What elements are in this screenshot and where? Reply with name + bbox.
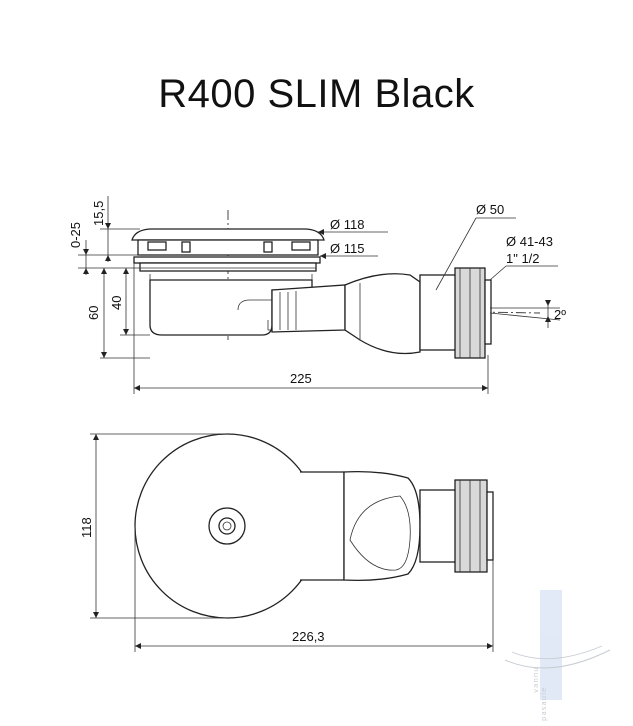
nut-lip-top [486, 491, 494, 561]
cover-tab-right [291, 241, 311, 251]
coupling [419, 274, 461, 351]
dim-40: 40 [109, 296, 124, 310]
dim-0-25: 0-25 [68, 222, 83, 248]
dim-225: 225 [290, 371, 312, 386]
dim-thread: 1" 1/2 [506, 251, 540, 266]
cover-tab [181, 241, 191, 253]
outlet-elbow-top [343, 470, 421, 582]
cover-tab [263, 241, 273, 253]
drawing-title: R400 SLIM Black [158, 72, 475, 116]
outlet-arm [300, 471, 345, 581]
center-screw [218, 517, 236, 535]
svg-text:vannu: vannu [532, 666, 540, 693]
flange-lower [139, 262, 317, 272]
top-view: 118 226,3 [79, 433, 494, 652]
dim-d118: Ø 118 [330, 217, 364, 232]
elbow [344, 273, 421, 355]
coupling-top [419, 489, 459, 563]
cover-top [131, 228, 325, 241]
dim-60: 60 [86, 306, 101, 320]
cover-tab-left [147, 241, 167, 251]
dim-15-5: 15,5 [91, 201, 106, 226]
dim-118: 118 [79, 517, 94, 538]
dim-d50: Ø 50 [476, 202, 504, 217]
nut-lip [484, 279, 492, 345]
dim-d41-43: Ø 41-43 [506, 234, 553, 249]
side-view: 2º Ø 118 Ø 115 Ø 50 Ø 41-43 1" 1/2 0-25 … [68, 196, 566, 394]
outlet-pipe [271, 284, 346, 333]
svg-text:pasaule: pasaule [540, 687, 548, 721]
dim-angle: 2º [554, 307, 566, 322]
watermark-logo: vannu pasaule [504, 590, 611, 721]
dim-226-3: 226,3 [292, 629, 325, 644]
flange-top [133, 256, 321, 264]
dim-d115: Ø 115 [330, 241, 364, 256]
